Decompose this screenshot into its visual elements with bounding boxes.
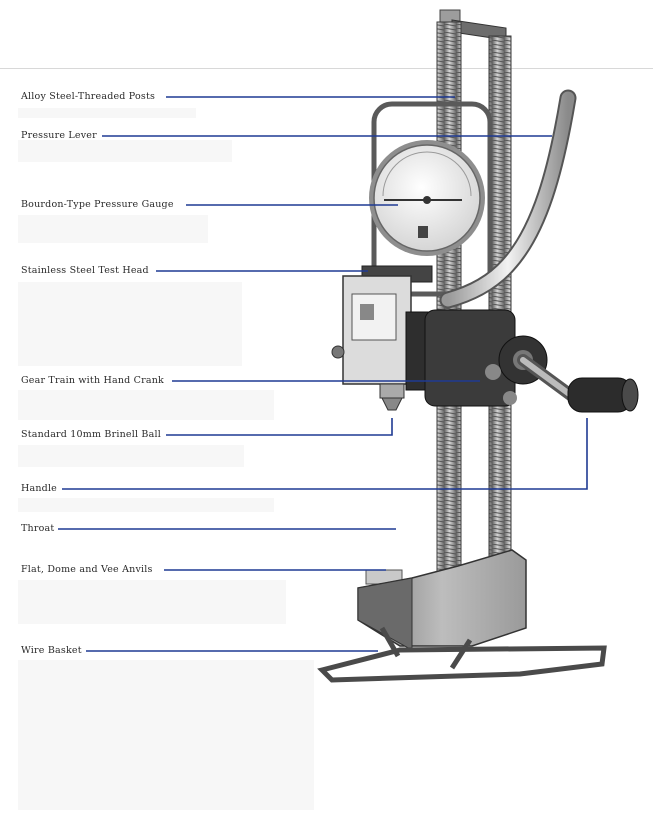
label-pressure-gauge: Bourdon-Type Pressure Gauge [21, 199, 174, 210]
hand-crank [517, 354, 578, 402]
top-rule [0, 68, 653, 69]
pressure-gauge [369, 140, 485, 256]
anvil-base [357, 549, 527, 651]
label-test-head: Stainless Steel Test Head [21, 265, 149, 276]
top-bracket [439, 9, 507, 41]
label-gear-train: Gear Train with Hand Crank [21, 375, 164, 386]
label-backdrop [18, 215, 208, 243]
label-throat: Throat [21, 523, 55, 534]
leader-line-ball [166, 418, 393, 436]
label-backdrop [18, 108, 196, 118]
leader-line-handle [62, 418, 588, 490]
label-backdrop [18, 445, 244, 467]
label-backdrop [18, 140, 232, 162]
brinell-ball [379, 383, 405, 411]
label-backdrop [18, 390, 274, 420]
label-brinell-ball: Standard 10mm Brinell Ball [21, 429, 161, 440]
label-handle: Handle [21, 483, 58, 494]
label-backdrop [18, 580, 286, 624]
label-threaded-posts: Alloy Steel-Threaded Posts [21, 91, 156, 102]
label-pressure-lever: Pressure Lever [21, 130, 97, 141]
label-backdrop [18, 498, 274, 512]
pressure-lever [439, 89, 577, 309]
test-head [331, 265, 433, 385]
label-wire-basket: Wire Basket [21, 645, 82, 656]
handle [567, 377, 639, 413]
label-backdrop [18, 660, 314, 810]
wire-basket [317, 626, 607, 683]
leader-lines [58, 96, 588, 652]
label-backdrop [18, 282, 242, 366]
label-anvils: Flat, Dome and Vee Anvils [21, 564, 153, 575]
